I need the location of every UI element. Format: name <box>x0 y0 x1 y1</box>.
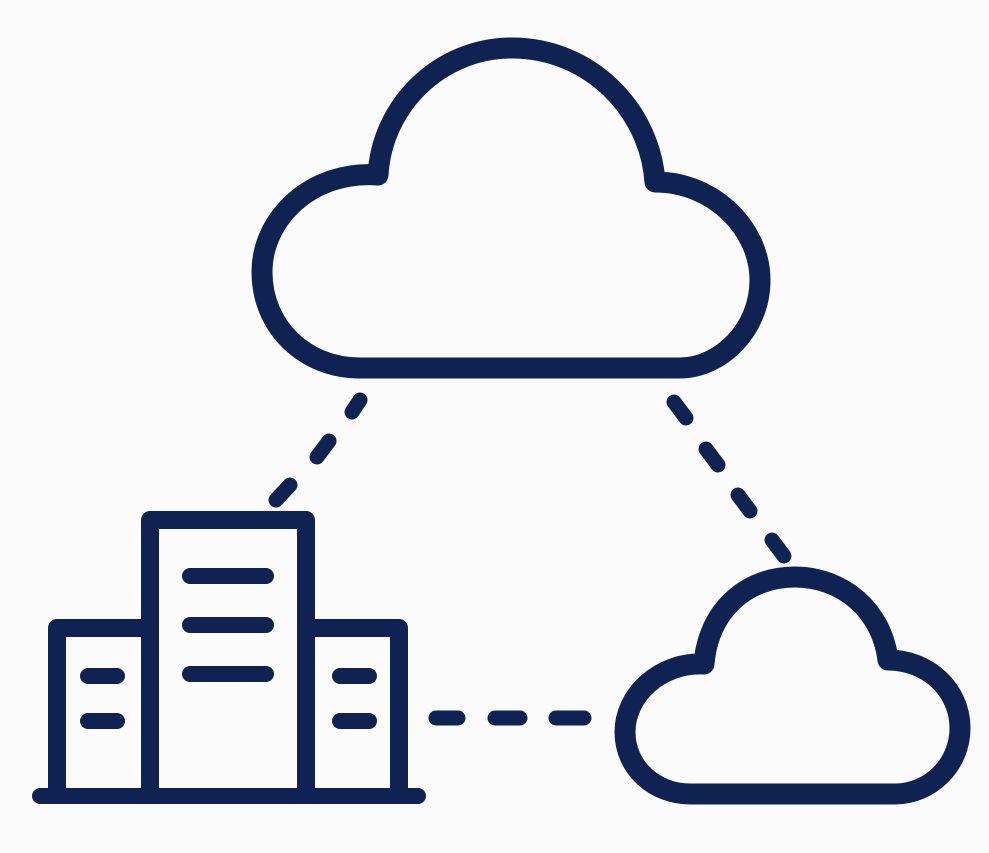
center-tower <box>141 511 315 803</box>
right-wing <box>297 619 408 803</box>
connector-cloud-to-building <box>268 392 368 508</box>
building-icon <box>32 511 426 804</box>
public-cloud-node <box>251 37 771 379</box>
private-cloud-node <box>614 566 971 805</box>
large-cloud-icon <box>251 37 771 379</box>
left-wing <box>48 619 159 803</box>
small-cloud-icon <box>614 566 971 805</box>
connector-cloud-to-cloud <box>666 394 792 564</box>
on-premises-node <box>32 511 426 804</box>
